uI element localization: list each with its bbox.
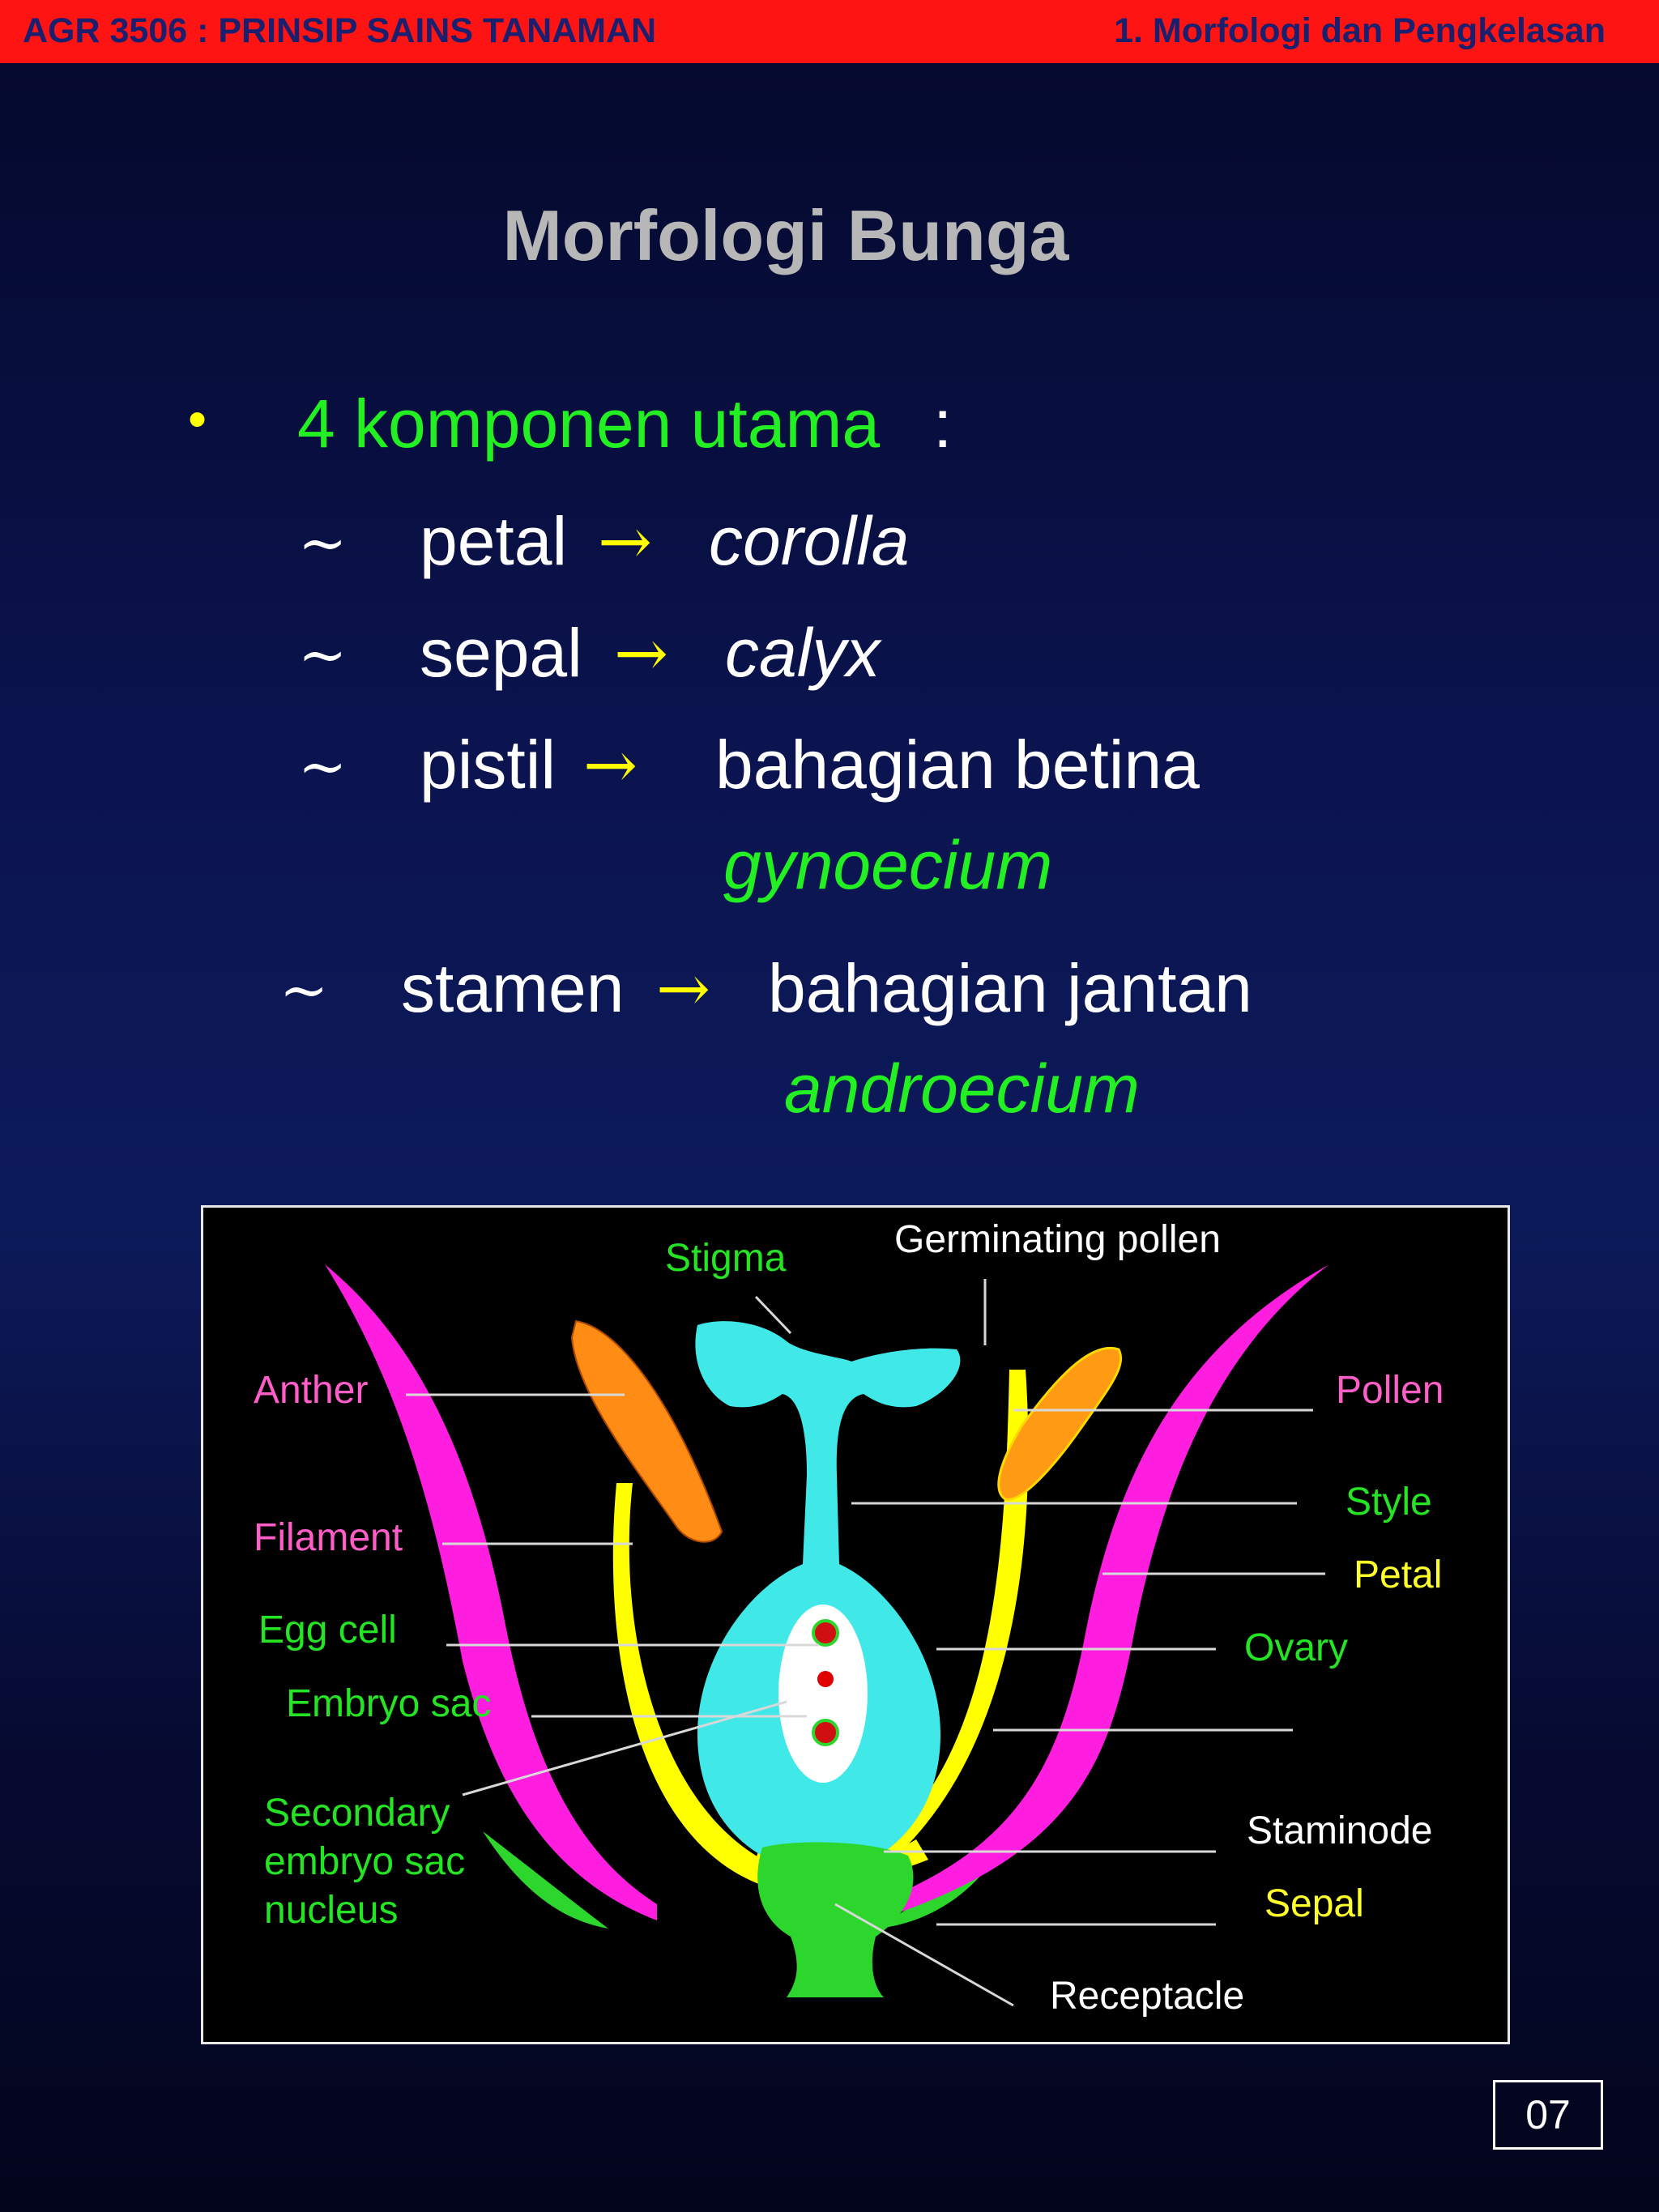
item-meaning: corolla xyxy=(709,503,910,579)
flower-illustration xyxy=(325,1264,1329,2007)
course-title: AGR 3506 : PRINSIP SAINS TANAMAN xyxy=(23,11,657,50)
page-number: 07 xyxy=(1493,2080,1603,2150)
item-latin-gynoecium: gynoecium xyxy=(723,827,1053,903)
item-latin-androecium: androecium xyxy=(784,1051,1140,1127)
label-stigma: Stigma xyxy=(665,1237,787,1280)
label-ovary: Ovary xyxy=(1244,1626,1349,1669)
filament-right-shape xyxy=(859,1370,1029,1880)
item-meaning: bahagian betina xyxy=(715,727,1200,803)
label-secondary-line3: nucleus xyxy=(264,1889,399,1932)
embryo-sac-shape xyxy=(778,1605,868,1783)
petal-left-shape xyxy=(325,1264,657,1920)
label-staminode: Staminode xyxy=(1247,1809,1433,1852)
secondary-nucleus-shape xyxy=(817,1671,834,1687)
item-term: stamen xyxy=(401,950,625,1026)
label-anther: Anther xyxy=(254,1369,369,1412)
label-secondary-line2: embryo sac xyxy=(264,1840,466,1883)
item-term: sepal xyxy=(420,615,582,691)
slide-title: Morfologi Bunga xyxy=(502,195,1069,275)
chapter-title: 1. Morfologi dan Pengkelasan xyxy=(1114,11,1606,50)
item-term: pistil xyxy=(420,727,557,803)
label-germinating-pollen: Germinating pollen xyxy=(894,1218,1221,1261)
label-filament: Filament xyxy=(254,1516,403,1559)
item-meaning: calyx xyxy=(725,615,881,691)
bullet-symbol: • xyxy=(188,389,207,449)
sepal-left-shape xyxy=(483,1831,608,1929)
arrow-icon: → xyxy=(614,616,669,691)
receptacle-shape xyxy=(757,1842,914,1997)
tilde: ~ xyxy=(298,620,348,688)
intro-colon: : xyxy=(933,386,953,462)
arrow-icon: → xyxy=(583,727,638,803)
petal-right-shape xyxy=(876,1264,1329,1920)
tilde: ~ xyxy=(298,509,348,577)
label-receptacle: Receptacle xyxy=(1050,1975,1245,2018)
item-meaning: bahagian jantan xyxy=(768,950,1252,1026)
label-style: Style xyxy=(1346,1481,1432,1524)
label-sepal: Sepal xyxy=(1265,1882,1364,1925)
anther-right-shape xyxy=(997,1346,1123,1501)
arrow-icon: → xyxy=(598,504,653,579)
item-term: petal xyxy=(420,503,568,579)
pistil-shape xyxy=(695,1321,961,1864)
arrow-icon: → xyxy=(656,951,711,1026)
label-egg-cell: Egg cell xyxy=(258,1609,397,1652)
filament-left-shape xyxy=(612,1483,770,1888)
anther-left-shape xyxy=(570,1319,723,1543)
tilde: ~ xyxy=(298,732,348,800)
label-pollen: Pollen xyxy=(1336,1369,1444,1412)
label-embryo-sac: Embryo sac xyxy=(286,1682,492,1725)
tilde: ~ xyxy=(279,956,329,1024)
label-secondary-line1: Secondary xyxy=(264,1792,450,1835)
header-bar: AGR 3506 : PRINSIP SAINS TANAMAN 1. Morf… xyxy=(0,0,1659,63)
flower-diagram: Stigma Germinating pollen Anther Pollen … xyxy=(201,1205,1510,2044)
egg-cell-shape xyxy=(812,1619,839,1647)
intro-text: 4 komponen utama xyxy=(297,386,881,462)
label-petal: Petal xyxy=(1354,1554,1443,1596)
antipodal-shape xyxy=(812,1719,839,1746)
